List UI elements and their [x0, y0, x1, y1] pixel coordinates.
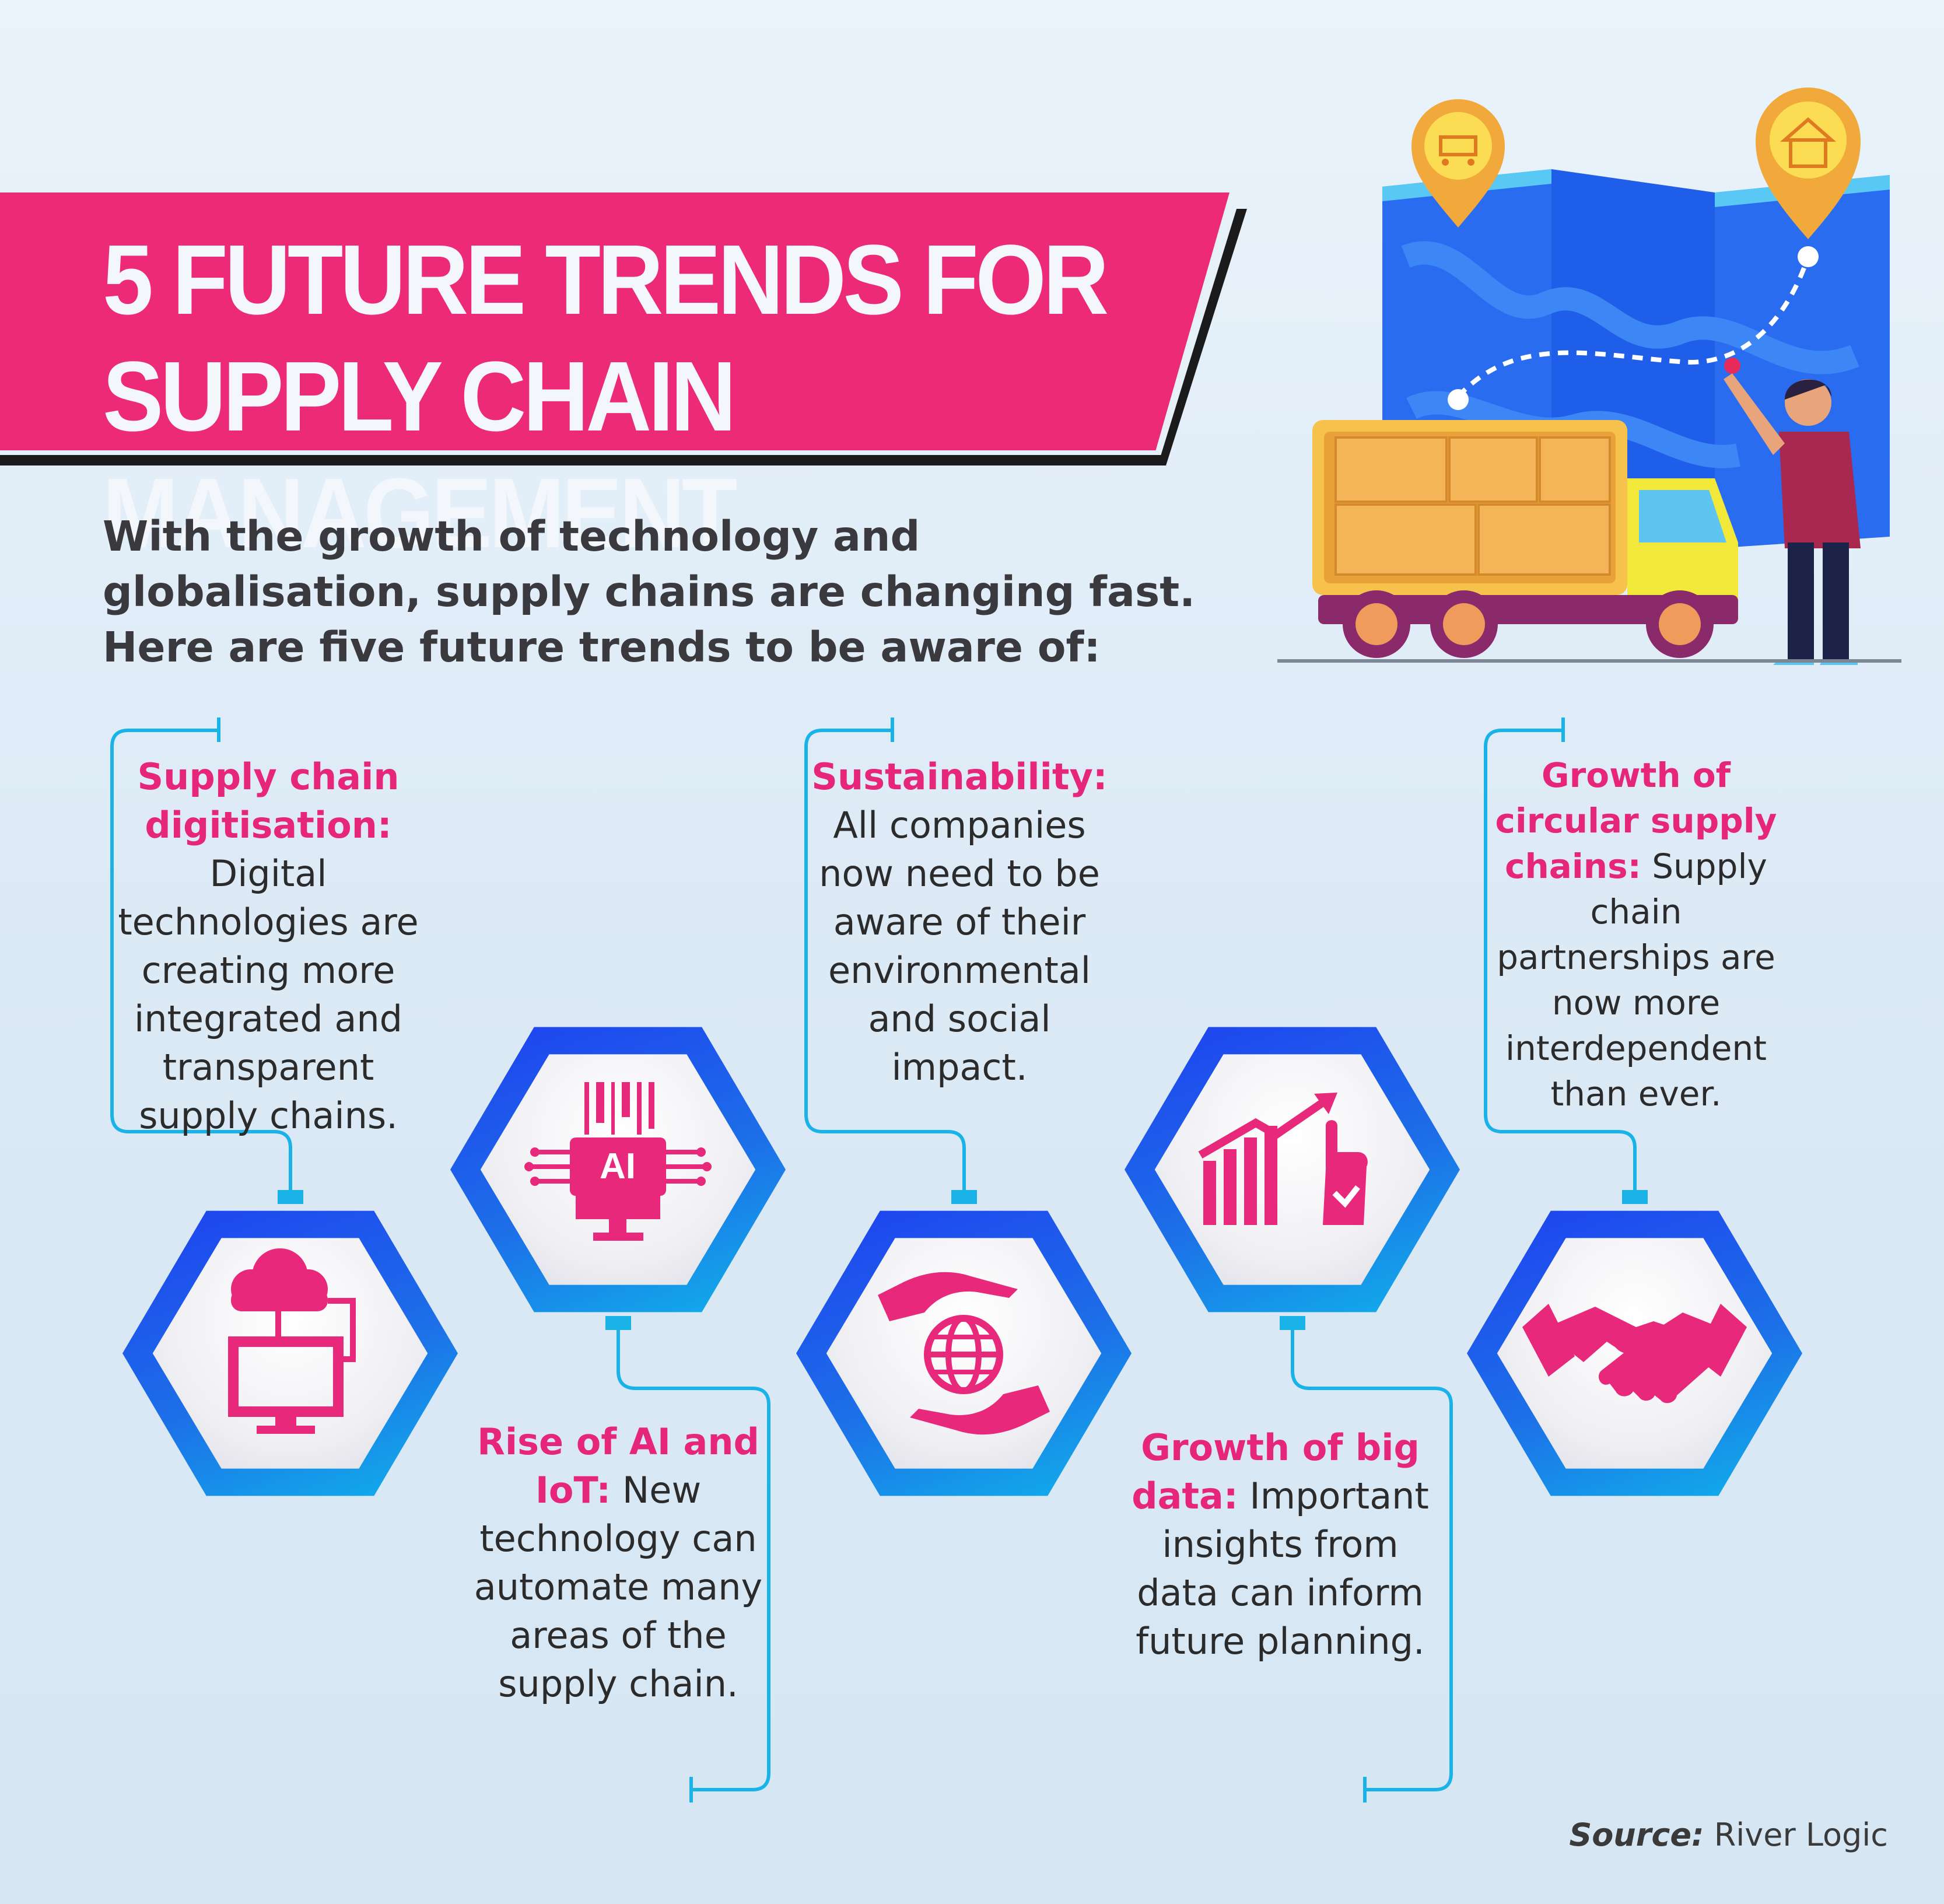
trend-5-hexagon [1467, 1202, 1802, 1505]
trend-1-heading: Supply chain digitisation: [137, 755, 400, 846]
title-banner [0, 192, 1230, 450]
cloud-computer-icon [228, 1248, 356, 1434]
ground-line [1277, 659, 1901, 663]
ai-chip-label: AI [600, 1146, 636, 1186]
trend-5-text: Growth of circular supply chains: Supply… [1493, 752, 1779, 1116]
title-line-2: SUPPLY CHAIN MANAGEMENT [103, 341, 738, 569]
home-pin-icon [1756, 88, 1861, 239]
handshake-icon [1522, 1304, 1747, 1404]
shopping-cart-pin-icon [1411, 99, 1505, 228]
growth-chart-icon [1198, 1093, 1368, 1225]
trend-5-body: Supply chain partnerships are now more i… [1497, 846, 1775, 1114]
trend-2-heading: Rise of AI and IoT: [477, 1420, 759, 1511]
trend-3-heading: Sustainability: [811, 755, 1108, 798]
trend-1-text: Supply chain digitisation: Digital techn… [117, 752, 420, 1140]
connector-cap [278, 1190, 303, 1204]
hands-globe-icon [878, 1272, 1050, 1435]
trend-2-text: Rise of AI and IoT: New technology can a… [467, 1418, 770, 1708]
connector-cap [951, 1190, 977, 1204]
source-label: Source: [1569, 1817, 1704, 1853]
source-credit: Source: River Logic [1569, 1817, 1888, 1853]
trend-3-text: Sustainability: All companies now need t… [808, 752, 1111, 1091]
title-line-1: 5 FUTURE TRENDS FOR [103, 225, 1109, 335]
delivery-truck-map-illustration [1277, 88, 1901, 665]
ai-chip-icon: AI [524, 1082, 712, 1241]
trend-4-hexagon [1125, 1018, 1460, 1321]
connector-cap [1622, 1190, 1648, 1204]
intro-text: With the growth of technology and global… [103, 512, 1196, 671]
person-icon [1724, 373, 1861, 665]
trend-1-hexagon [122, 1202, 458, 1505]
trend-3-body: All companies now need to be aware of th… [819, 804, 1100, 1088]
trend-4-body: Important insights from data can inform … [1136, 1475, 1429, 1662]
connector-cap [605, 1316, 631, 1330]
trend-4-heading: Growth of big data: [1132, 1426, 1420, 1517]
trend-3-hexagon [796, 1202, 1132, 1505]
trend-2-hexagon: AI [450, 1018, 786, 1321]
delivery-truck-icon [1312, 420, 1738, 658]
trend-1-body: Digital technologies are creating more i… [118, 852, 419, 1137]
trend-5-heading: Growth of circular supply chains: [1495, 755, 1777, 886]
trend-2-body: New technology can automate many areas o… [474, 1469, 763, 1705]
page-title: 5 FUTURE TRENDS FOR SUPPLY CHAIN MANAGEM… [103, 222, 1122, 572]
source-value: River Logic [1714, 1817, 1888, 1853]
connector-cap [1280, 1316, 1305, 1330]
trend-4-text: Growth of big data: Important insights f… [1129, 1423, 1432, 1665]
